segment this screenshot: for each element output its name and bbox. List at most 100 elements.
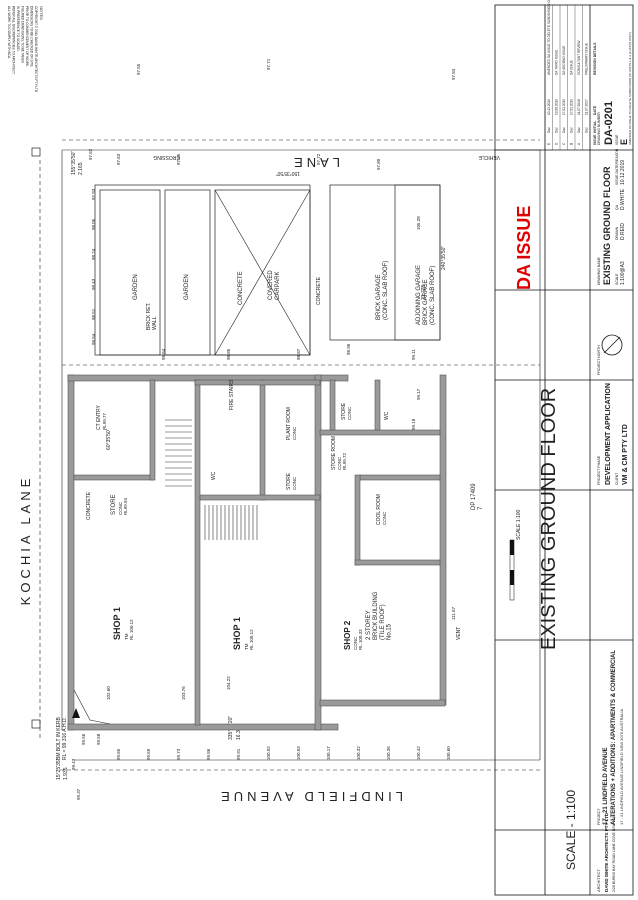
spot-level: 97.80 [376,158,381,170]
revision-cell: E [547,143,551,145]
spot-level: 99.18 [411,418,416,430]
client-value: VM & CM PTY LTD [622,424,629,485]
room-label-brick_ret_wall: BRICK RET.WALL [146,302,158,330]
room-label-shop1a_sub: TMRL 100.12 [124,619,134,640]
north-arrow-icon [601,334,623,356]
scale-bar-label: SCALE 1:100 [516,509,522,540]
bm-line2: RL = 99.316 A.H.D. [62,717,68,760]
spot-level: 104.22 [226,676,231,690]
notes-line: REFER ALL DISCREPANCIES TO ARCHITECT. [12,6,16,75]
notes-block: NOTES COPYRIGHT © 2011 DAVID WHITE ARCHI… [7,6,44,93]
spot-level: 100.32 [356,746,361,760]
spot-level: 97.63 [116,153,121,165]
room-label-store1_sub: CONCRL99.94 [118,497,128,515]
spot-level: 97.84 [451,68,456,80]
notes-heading: NOTES [39,6,44,20]
room-label-ct_entry: CT ENTRY [96,405,102,430]
street-label-bottom: LINDFIELD AVENUE [217,789,403,804]
spot-level: 99.91 [236,748,241,760]
revision-header: INITIAL [593,120,597,133]
spot-level: 98.05 [91,218,96,230]
client-label: CLIENT [615,472,619,485]
bearing-7: 240°35'50" [441,246,447,270]
spot-level: 98.85 [226,348,231,360]
spot-level: 97.65 [176,153,181,165]
bearing-5: 15°25'35" [56,758,62,780]
revision-cell: 17.02.2019 [570,99,574,115]
room-label-concrete1: CONCRETE [238,271,244,305]
bearings: 155°35'50" 2.165 150°35'50" 60°35'50" 15… [56,151,447,780]
room-label-store_room: STORE ROOM [331,436,337,470]
room-label-adjoining_garage: ADJOINING GARAGEBRICK GARAGE(CONC. SLAB … [416,265,436,325]
revision-cell: DA SECOND ISSUE [562,46,566,75]
revision-cell: AMENDED DA ISSUE TO DELETE SUBDIVISION O… [547,0,551,75]
spot-level: 97.72 [316,153,321,165]
spot-level: 100.02 [266,746,271,760]
spot-level: 103.76 [181,686,186,700]
revision-header: ISSUE [593,134,597,145]
room-label-concrete3: CONCRETE [86,491,92,520]
revision-cell: Daz [547,127,551,133]
room-label-store3: STORE [286,472,292,490]
room-label-brick_garage: BRICK GARAGE(CONC. SLAB ROOF) [376,261,389,320]
spot-level: 100.03 [296,746,301,760]
revision-cell: D [555,142,559,145]
issue-date-value: 10.12.2019 [620,160,626,185]
room-label-concrete2: CONCRETE [316,276,322,305]
drawing-name-label: DRAWING NAME [597,256,601,285]
architect-name: DAVID WHITE ARCHITECTS PTY LTD [604,812,609,892]
project-label: PROJECT [597,808,601,825]
drawn-value: D.REID [620,223,626,240]
spot-level: 99.65 [116,748,121,760]
spot-level: 111.67 [451,606,456,620]
room-label-fire_stairs: FIRE STAIRS [229,379,235,410]
qa-value: D.WHITE [620,188,626,210]
room-label-vent: VENT [456,627,462,640]
qa-label: QA [615,204,619,210]
street-label-left: KOCHIA LANE [18,475,33,606]
spot-level: 97.71 [266,58,271,70]
spot-level: 98.96 [346,343,351,355]
project-line: ALTERATIONS + ADDITIONS: APARTMENTS & CO… [611,650,617,825]
revision-cell: DA ISSUE [570,60,574,75]
spot-level: 98.54 [91,333,96,345]
room-label-wc2: WC [384,411,390,420]
revision-cell: Daz [577,127,581,133]
revision-cell: A [577,142,581,145]
bearing-8: 23.725 [421,284,427,300]
street-label-top: LANE [290,155,340,170]
revision-cell: PRELIMINARY ISSUE [585,43,589,75]
room-label-shop2: SHOP 2 [343,620,352,650]
revision-cell: 11.07.2017 [585,99,589,115]
bearing-4: 60°35'50" [106,428,112,450]
revision-header: REVISION DETAILS [593,42,597,75]
spot-level: 100.42 [416,746,421,760]
room-label-carpark: COVEREDCARPARK [268,270,281,300]
revision-header: DATE [593,105,597,115]
spot-level: 100.36 [386,746,391,760]
bearing-1: 155°35'50" [71,151,77,175]
building-walls [67,374,447,731]
da-issue-stamp: DA ISSUE [514,206,534,290]
room-label-shop2_sub: CONCRL 100.33 [353,629,363,650]
revision-cell: B [570,143,574,145]
revision-cell: DA THIRD ISSUE [555,50,559,75]
spot-level: 102.60 [106,686,111,700]
revision-cell: C [562,142,566,145]
revision-cell: Daz [562,127,566,133]
room-label-store2_sub: CONC [347,406,352,420]
notes-line: IN PREFERENCE TO SCALED. [16,6,20,52]
phase-value: DEVELOPMENT APPLICATION [605,383,612,485]
notes-line: FIGURED DIMENSIONS TO BE TAKEN [21,6,25,64]
notes-line: ALL WORK TO COMPLY WITH BCA. [7,6,11,59]
project-north-label: PROJECT NORTH [597,345,601,375]
project-line: 17 - 21 LINDFIELD AVENUE [603,747,609,825]
revision-cell: 17.02.2019 [562,99,566,115]
room-label-shop1b: SHOP 1 [232,617,242,650]
room-label-dp: DP 174097 [471,483,484,510]
spot-level: 99.58 [96,733,101,745]
site-boundary [39,139,541,771]
room-label-shop1a: SHOP 1 [112,607,122,640]
